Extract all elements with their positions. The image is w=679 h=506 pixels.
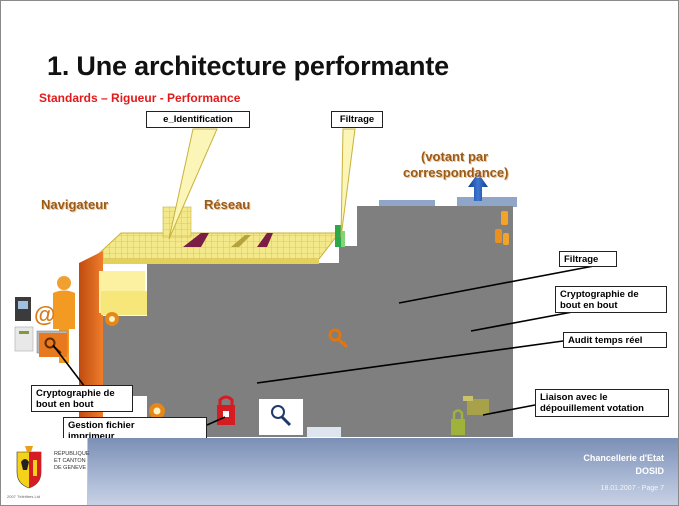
- footer-org-line1: Chancellerie d'Etat: [583, 453, 664, 463]
- callout-e-identification: e_Identification: [146, 111, 250, 128]
- callout-liaison-line1: Liaison avec le: [540, 392, 608, 403]
- callout-pointer-eid: [168, 128, 218, 240]
- label-votant-line2: correspondance): [403, 165, 509, 180]
- label-votant-line1: (votant par: [421, 149, 489, 164]
- roof-block-left: [379, 200, 435, 208]
- callout-crypto-left: Cryptographie de bout en bout: [31, 385, 133, 412]
- callout-crypto-left-line2: bout en bout: [36, 399, 94, 410]
- gov-line3: DE GENEVE: [54, 465, 87, 471]
- footer-logo-area: [1, 438, 88, 505]
- callout-gestion-line2: imprimeur: [68, 431, 115, 442]
- voter-figures: [495, 211, 509, 245]
- computer-icon: [14, 297, 34, 352]
- slide-title: 1. Une architecture performante: [47, 51, 449, 81]
- architecture-diagram: @: [14, 128, 600, 437]
- footer-org-line2: DOSID: [635, 466, 664, 476]
- network-platform: [91, 232, 341, 260]
- footer-band: [1, 438, 678, 505]
- lock-icon-orange-1: [105, 312, 119, 326]
- callout-filtrage-top: Filtrage: [331, 111, 383, 128]
- small-print: 2007 Télétitres Ltd: [7, 494, 41, 499]
- filter-bar: [335, 225, 341, 247]
- callout-crypto-right-line1: Cryptographie de: [560, 289, 639, 300]
- footer-date-page: 18.01.2007 - Page 7: [600, 485, 664, 492]
- label-reseau: Réseau: [204, 197, 251, 212]
- magnifier-icon: [259, 399, 303, 435]
- geneva-crest-icon: [16, 446, 42, 489]
- callout-pointer-filtrage-top: [340, 128, 356, 238]
- key-icon-center: [328, 328, 348, 349]
- callout-liaison: Liaison avec le dépouillement votation: [535, 389, 669, 417]
- callout-audit: Audit temps réel: [563, 332, 667, 348]
- roof-block-right: [457, 197, 517, 207]
- callout-crypto-right-line2: bout en bout: [560, 300, 618, 311]
- callout-filtrage-right: Filtrage: [559, 251, 617, 267]
- gov-line2: ET CANTON: [54, 458, 86, 464]
- at-sign-icon: @: [34, 302, 55, 327]
- callout-crypto-right: Cryptographie de bout en bout: [555, 286, 667, 313]
- lock-icon: [217, 395, 235, 425]
- callout-gestion-line1: Gestion fichier: [68, 420, 135, 431]
- folder-icon: [463, 396, 489, 415]
- lock-icon-orange-2: [149, 403, 165, 419]
- slide-subtitle: Standards – Rigueur - Performance: [39, 91, 241, 105]
- green-lock-icon: [451, 409, 465, 435]
- callout-liaison-line2: dépouillement votation: [540, 403, 644, 414]
- label-navigateur: Navigateur: [41, 197, 109, 212]
- person-icon: [53, 276, 75, 363]
- arrow-up-icon: [468, 173, 488, 201]
- callout-crypto-left-line1: Cryptographie de: [36, 388, 115, 399]
- svg-text:@: @: [34, 302, 55, 327]
- gov-line1: RÉPUBLIQUE: [54, 451, 90, 457]
